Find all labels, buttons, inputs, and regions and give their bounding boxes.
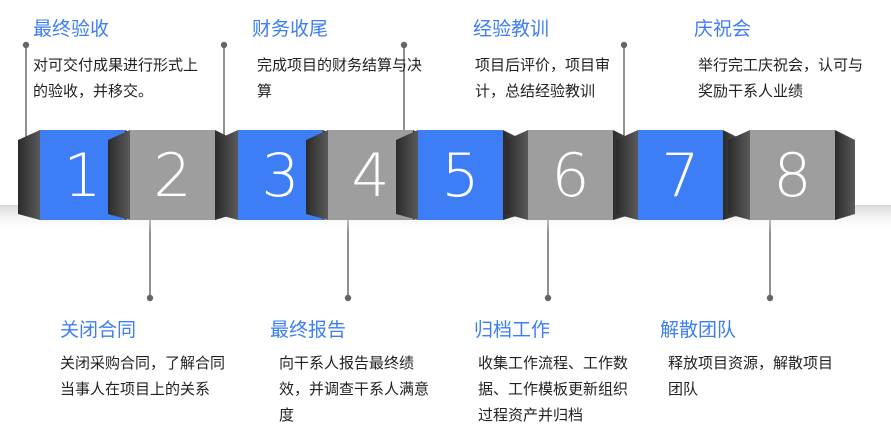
step-number: 7 bbox=[661, 141, 699, 211]
connector-dot bbox=[400, 41, 408, 49]
step-cube-8: 8 bbox=[728, 130, 855, 220]
step-3-desc: 完成项目的财务结算与决算 bbox=[257, 56, 423, 100]
connector-dot bbox=[544, 294, 552, 302]
step-4-desc: 向干系人报告最终绩效，并调查干系人满意度 bbox=[279, 354, 430, 424]
connector-dot bbox=[766, 294, 774, 302]
cube-face bbox=[528, 130, 613, 220]
connector-dot bbox=[220, 41, 228, 49]
step-number: 8 bbox=[773, 141, 811, 211]
cube-side-left bbox=[396, 130, 418, 220]
connector-dot bbox=[22, 41, 30, 49]
step-7-title: 庆祝会 bbox=[694, 18, 752, 40]
step-number: 6 bbox=[551, 141, 589, 211]
cube-side-left bbox=[616, 130, 638, 220]
step-3-title: 财务收尾 bbox=[252, 18, 329, 40]
step-7-desc: 举行完工庆祝会，认可与奖励干系人业绩 bbox=[698, 56, 864, 100]
step-1-desc: 对可交付成果进行形式上的验收，并移交。 bbox=[33, 56, 199, 100]
step-number: 1 bbox=[63, 141, 101, 211]
cube-side-left bbox=[506, 130, 528, 220]
step-number: 3 bbox=[261, 141, 299, 211]
cube-side-left bbox=[216, 130, 238, 220]
cube-side-left bbox=[18, 130, 40, 220]
step-5-title: 经验教训 bbox=[473, 18, 550, 40]
cube-side-left bbox=[306, 130, 328, 220]
step-8-title: 解散团队 bbox=[660, 319, 737, 341]
step-number: 2 bbox=[153, 141, 191, 211]
step-4-title: 最终报告 bbox=[270, 319, 347, 341]
connector-dot bbox=[620, 41, 628, 49]
cube-side-left bbox=[728, 130, 750, 220]
cube-side-left bbox=[108, 130, 130, 220]
step-5-desc: 项目后评价，项目审计，总结经验教训 bbox=[475, 56, 611, 100]
step-2-title: 关闭合同 bbox=[60, 319, 137, 341]
connector-dot bbox=[146, 294, 154, 302]
cube-side-right bbox=[835, 130, 855, 220]
cube-face bbox=[130, 130, 215, 220]
step-number: 4 bbox=[351, 141, 389, 211]
step-cube-7: 7 bbox=[616, 130, 743, 220]
step-cube-2: 2 bbox=[108, 130, 235, 220]
step-1-title: 最终验收 bbox=[33, 18, 110, 40]
step-cube-6: 6 bbox=[506, 130, 633, 220]
connector-dot bbox=[344, 294, 352, 302]
step-2-desc: 关闭采购合同，了解合同当事人在项目上的关系 bbox=[60, 354, 226, 398]
cube-face bbox=[750, 130, 835, 220]
step-cube-5: 5 bbox=[396, 130, 523, 220]
step-6-title: 归档工作 bbox=[474, 319, 551, 341]
step-number: 5 bbox=[441, 141, 479, 211]
cube-face bbox=[638, 130, 723, 220]
cube-face bbox=[418, 130, 503, 220]
step-6-desc: 收集工作流程、工作数据、工作模板更新组织过程资产并归档 bbox=[478, 354, 629, 424]
step-8-desc: 释放项目资源，解散项目团队 bbox=[668, 354, 834, 398]
